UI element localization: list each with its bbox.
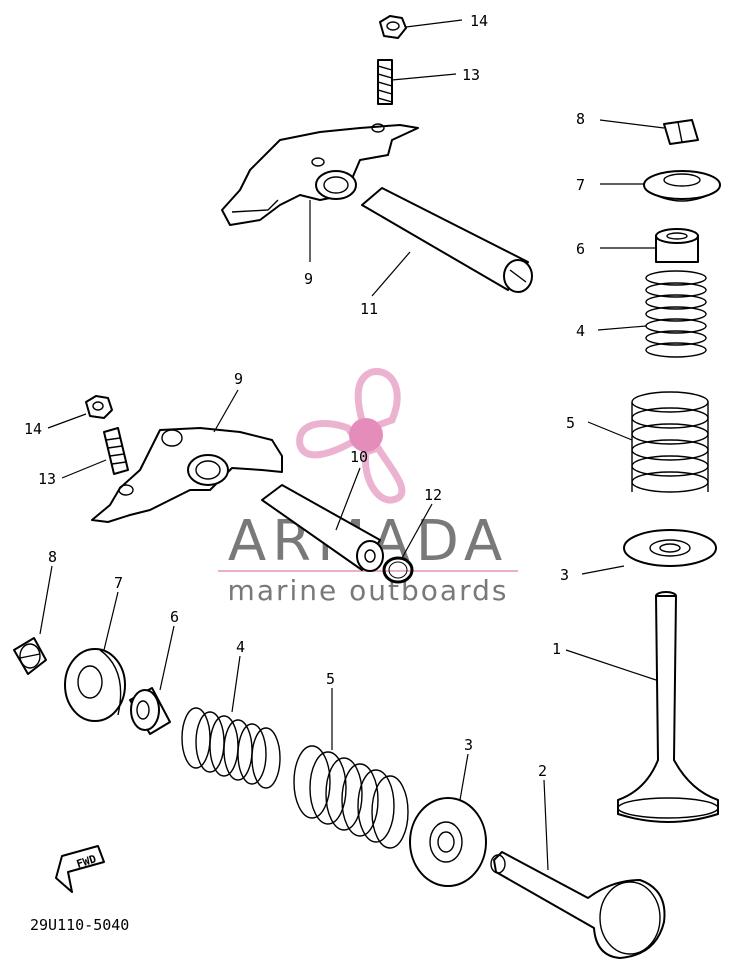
part-label: 1 [552, 640, 561, 658]
part-label: 7 [114, 574, 123, 592]
part-label: 9 [234, 370, 243, 388]
part-label: 7 [576, 176, 585, 194]
inner-spring-4-left [181, 707, 281, 789]
leader-lines [39, 19, 665, 871]
fwd-label: FWD [75, 852, 98, 871]
rocker-arm-9-top [221, 123, 419, 226]
part-label: 2 [538, 762, 547, 780]
valve-2 [490, 851, 666, 959]
part-label: 14 [470, 12, 488, 30]
part-label: 10 [350, 448, 368, 466]
part-label: 9 [304, 270, 313, 288]
outer-spring-5-left [293, 745, 409, 849]
part-label: 6 [170, 608, 179, 626]
nut-14-top [379, 15, 407, 39]
part-label: 14 [24, 420, 42, 438]
part-label: 4 [236, 638, 245, 656]
part-label: 8 [48, 548, 57, 566]
spring-retainer-7-right [643, 170, 721, 202]
inner-spring-4-right [645, 270, 707, 358]
part-label: 4 [576, 322, 585, 340]
part-labels: 14 13 9 11 8 7 6 4 5 3 1 9 14 13 10 12 8… [24, 12, 585, 780]
rocker-shaft-10 [261, 484, 384, 572]
part-label: 3 [464, 736, 473, 754]
spring-seat-3-right [623, 529, 717, 567]
outer-spring-5-right [631, 391, 709, 493]
part-label: 11 [360, 300, 378, 318]
spring-retainer-7-left [64, 648, 126, 722]
adjuster-screw-13-top [377, 59, 393, 105]
valve-cotter-8-left [13, 637, 47, 675]
part-label: 6 [576, 240, 585, 258]
fwd-arrow-icon: FWD [55, 845, 105, 893]
propeller-logo-icon [296, 368, 406, 504]
nut-14-left [85, 395, 113, 419]
part-label: 3 [560, 566, 569, 584]
part-label: 13 [462, 66, 480, 84]
part-label: 13 [38, 470, 56, 488]
oil-seal-6-left [129, 687, 171, 735]
spring-seat-3-left [409, 797, 487, 887]
part-label: 5 [566, 414, 575, 432]
part-label: 12 [424, 486, 442, 504]
adjuster-screw-13-left [103, 427, 129, 475]
rocker-arm-9-mid [91, 427, 283, 523]
drawing-code: 29U110-5040 [30, 916, 129, 934]
valve-cotter-8-right [663, 119, 699, 145]
valve-1 [617, 591, 719, 823]
watermark-tagline: marine outboards [228, 574, 509, 607]
oil-seal-6-right [655, 228, 699, 263]
rocker-shaft-11 [361, 187, 533, 293]
o-ring-12 [382, 556, 414, 584]
part-label: 5 [326, 670, 335, 688]
part-label: 8 [576, 110, 585, 128]
